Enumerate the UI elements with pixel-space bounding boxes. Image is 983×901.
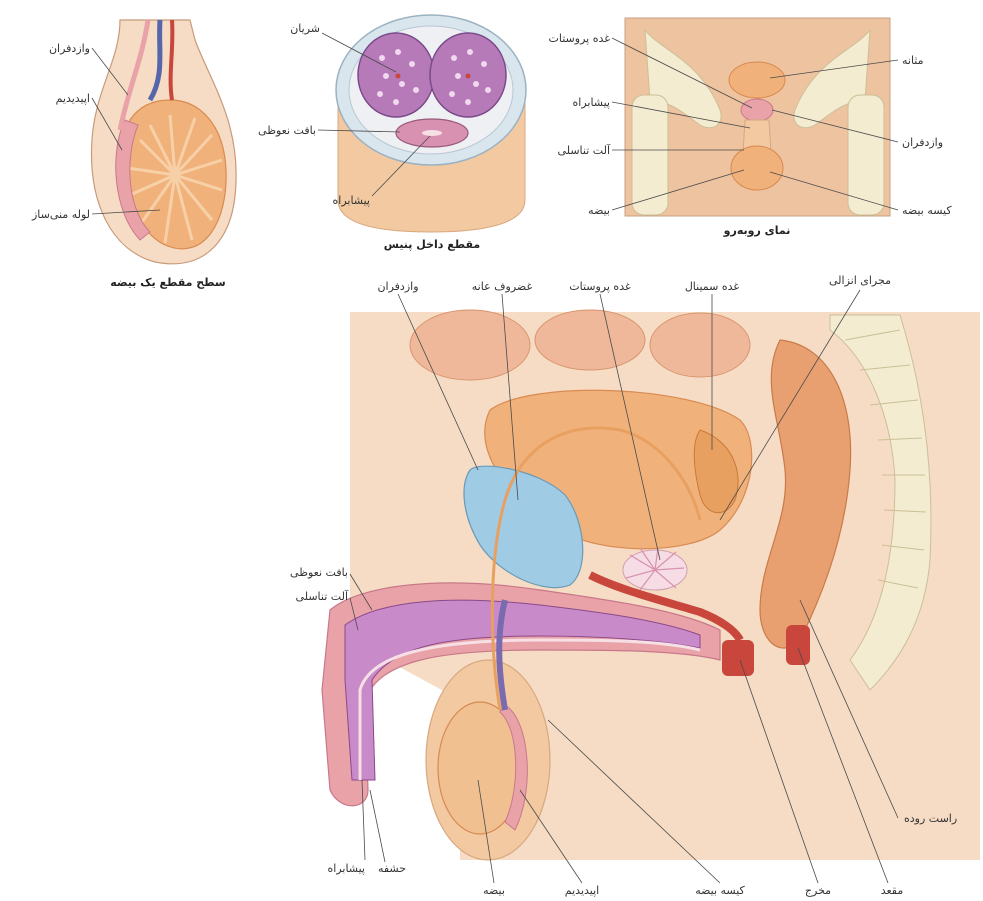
sagittal-intestine-3: [650, 313, 750, 377]
shaft-artery-right: [466, 74, 471, 79]
frontal-label-vas: وازدفران: [902, 136, 943, 149]
frontal-label-testis: بیضه: [588, 204, 610, 217]
sagittal-anal-canal: [722, 640, 754, 676]
sagittal-intestine-1: [410, 310, 530, 380]
testis-label-epididymis: اپیدیدیم: [56, 92, 90, 105]
shaft-caption: مقطع داخل پنیس: [384, 238, 480, 251]
frontal-label-penis: آلت تناسلی: [558, 143, 611, 157]
sagittal-label-scrotum: کیسه بیضه: [695, 884, 745, 897]
frontal-label-prostate: غده پروستات: [549, 32, 611, 45]
testis-caption: سطح مقطع یک بیضه: [110, 276, 225, 289]
frontal-panel: غده پروستات مثانه پیشابراه وازدفران آلت …: [549, 18, 953, 237]
frontal-caption: نمای روبه‌رو: [723, 224, 791, 237]
frontal-bladder: [729, 62, 785, 98]
sagittal-leader-glans: [370, 790, 385, 862]
sagittal-label-testis: بیضه: [483, 884, 505, 897]
frontal-label-bladder: مثانه: [902, 54, 924, 67]
sagittal-label-rectum: مقعد: [881, 884, 904, 897]
sagittal-label-epididymis: اپیدیدیم: [565, 884, 599, 897]
shaft-panel: شریان بافت نعوظی پیشابراه مقطع داخل پنیس: [258, 15, 526, 251]
sagittal-label-anus: مخرج: [805, 884, 831, 897]
sagittal-label-urethra: پیشابراه: [328, 862, 366, 875]
shaft-label-spongy: بافت نعوظی: [258, 124, 316, 137]
frontal-label-scrotum: کیسه بیضه: [902, 204, 952, 217]
frontal-scrotum: [731, 146, 783, 190]
shaft-label-urethra: پیشابراه: [333, 194, 371, 207]
sagittal-label-penis: آلت تناسلی: [296, 589, 349, 603]
sagittal-label-colon: راست روده: [904, 812, 957, 825]
testis-artery: [171, 20, 173, 100]
shaft-urethra-lumen: [422, 130, 442, 136]
frontal-label-urethra: پیشابراه: [573, 96, 611, 109]
testis-label-vas: وازدفران: [49, 42, 90, 55]
sagittal-intestine-2: [535, 310, 645, 370]
sagittal-label-prostate: غده پروستات: [569, 280, 631, 293]
sagittal-label-seminal-vesicle: غده سمینال: [685, 280, 740, 293]
sagittal-label-glans: حشفه: [378, 862, 406, 875]
testis-label-tubules: لوله منی‌ساز: [31, 208, 90, 221]
sagittal-anus: [786, 625, 810, 665]
sagittal-label-seminal-top: غضروف عانه: [472, 280, 533, 293]
frontal-femur-left: [632, 95, 668, 215]
sagittal-label-vas: وازدفران: [377, 280, 418, 293]
shaft-artery-left: [396, 74, 401, 79]
shaft-label-arteries: شریان: [290, 22, 320, 35]
sagittal-panel: وازدفران غضروف عانه غده پروستات غده سمین…: [290, 274, 980, 897]
sagittal-label-ejaculatory: مجرای انزالی: [829, 274, 891, 287]
testis-panel: وازدفران اپیدیدیم لوله منی‌ساز سطح مقطع …: [31, 20, 236, 289]
frontal-prostate: [741, 99, 773, 121]
sagittal-label-erectile: بافت نعوظی: [290, 566, 348, 579]
